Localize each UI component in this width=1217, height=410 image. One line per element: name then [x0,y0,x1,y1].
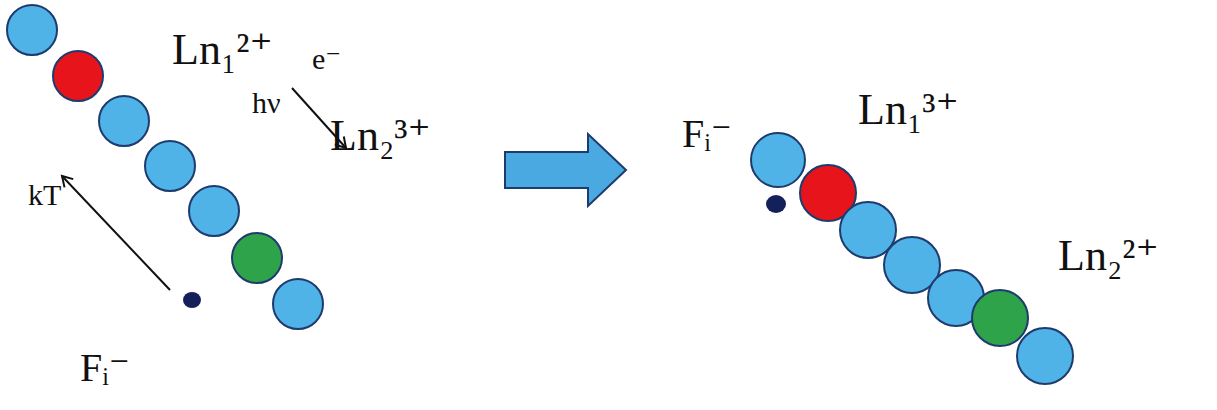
ion-label: Ln₂²⁺ [1058,232,1159,280]
thermal-label: kT [28,178,61,211]
interstitial-dot [183,292,201,308]
ion-label: Ln₁²⁺ [172,26,273,74]
photon-label: hν [252,86,281,119]
ion-chain [7,5,323,329]
interstitial-label: Fᵢ⁻ [80,346,130,390]
process-arrow [505,134,626,206]
ion-chain [751,133,1073,384]
interstitial-label: Fᵢ⁻ [682,112,732,156]
ion-label: Ln₂³⁺ [330,112,431,160]
interstitial-dot [766,195,786,213]
diffusion-arrow [62,176,170,290]
ion-label: Ln₁³⁺ [858,86,959,134]
electron-label: e⁻ [312,42,341,75]
